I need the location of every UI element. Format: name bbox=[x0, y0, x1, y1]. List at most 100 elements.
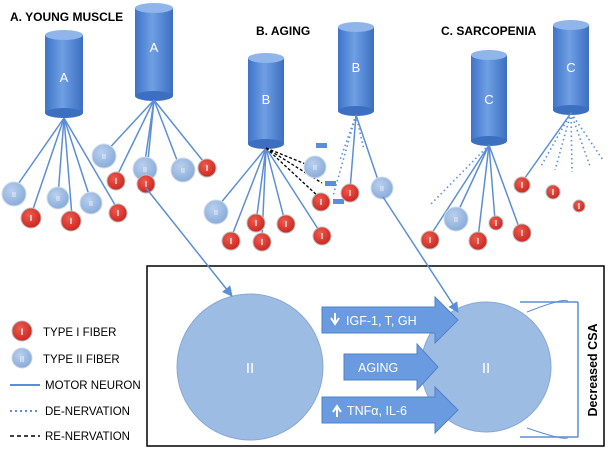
type1-fiber-circle bbox=[488, 215, 504, 231]
denervation-line bbox=[339, 114, 357, 161]
type2-fiber: II bbox=[303, 155, 327, 179]
fiber-type-label: II bbox=[12, 192, 16, 199]
type2-fiber: II bbox=[370, 176, 394, 200]
type1-fiber: I bbox=[106, 171, 126, 191]
legend-type2-swatch bbox=[11, 347, 33, 369]
panel-b-title: B. AGING bbox=[256, 24, 310, 38]
fiber-type-label: I bbox=[145, 180, 147, 189]
legend-denervation-label: DE-NERVATION bbox=[45, 406, 130, 418]
type2-fiber-circle bbox=[79, 191, 103, 215]
type2-fiber-circle bbox=[1, 181, 27, 207]
panel-a-to-inset-arrow bbox=[145, 187, 233, 297]
type2-fiber: II bbox=[91, 143, 117, 169]
type1-fiber: I bbox=[512, 223, 532, 243]
motor-neuron-line bbox=[103, 99, 155, 155]
motor-neuron-line bbox=[477, 144, 490, 239]
type2-fiber: II bbox=[170, 157, 196, 183]
fiber-type-label: II bbox=[102, 154, 106, 161]
panel-c-title: C. SARCOPENIA bbox=[441, 24, 537, 38]
motor-neuron-line bbox=[355, 114, 381, 187]
type1-fiber-circle bbox=[136, 174, 156, 194]
denervation-line bbox=[570, 112, 573, 173]
motor-neuron-line bbox=[454, 144, 490, 219]
type1-fiber: I bbox=[340, 183, 360, 203]
arrow-growth-factors: IGF-1, T, GH bbox=[321, 295, 459, 345]
fiber-type-label: I bbox=[70, 217, 72, 226]
up-arrow-icon bbox=[332, 404, 342, 417]
type2-fiber-circle bbox=[370, 176, 394, 200]
panel-c-neuron-1: C bbox=[471, 50, 507, 146]
type1-fiber: I bbox=[221, 231, 241, 251]
type1-fiber: I bbox=[545, 184, 561, 200]
motor-neuron-line bbox=[153, 99, 208, 167]
fiber-atrophy-inset: II II IGF-1, T, GH AGING TNFα, IL-6 Decr… bbox=[146, 265, 605, 447]
panel-a-neuron-2-label: A bbox=[150, 40, 159, 55]
type1-fiber-circle bbox=[572, 199, 586, 213]
fiber-type-label: I bbox=[30, 214, 32, 223]
fiber-type-label: II bbox=[380, 186, 384, 193]
type1-fiber-circle bbox=[512, 223, 532, 243]
detached-nerve-ending bbox=[325, 181, 336, 186]
motor-neuron-line bbox=[63, 117, 73, 217]
type1-fiber-circle bbox=[420, 230, 440, 250]
type1-fiber: I bbox=[468, 231, 488, 251]
motor-neuron-line bbox=[29, 117, 65, 219]
fiber-type-label: II bbox=[313, 165, 317, 172]
type1-fiber: I bbox=[420, 230, 440, 250]
fiber-type-label: II bbox=[181, 168, 185, 175]
legend-type1-label: TYPE I FIBER bbox=[43, 327, 117, 339]
panel-a-neuron-1: A bbox=[45, 30, 83, 118]
panel-a-neuron-2: A bbox=[135, 3, 173, 101]
motor-neuron-line bbox=[63, 117, 91, 199]
type1-fiber-circle bbox=[246, 213, 266, 233]
type1-fiber-circle bbox=[276, 214, 296, 234]
denervation-line bbox=[539, 112, 572, 169]
fiber-type-label: I bbox=[115, 177, 117, 186]
type1-fiber-circle bbox=[312, 226, 332, 246]
denervation-line bbox=[429, 144, 490, 206]
legend-type1-swatch-label: I bbox=[21, 327, 24, 337]
type1-fiber-circle bbox=[221, 231, 241, 251]
fiber-type-label: II bbox=[214, 210, 218, 217]
denervation-line bbox=[570, 112, 604, 161]
type1-fiber: I bbox=[136, 174, 156, 194]
decreased-csa-label: Decreased CSA bbox=[586, 323, 600, 416]
legend-type2-swatch-label: II bbox=[20, 355, 24, 364]
panel-b-neuron-1-label: B bbox=[262, 92, 271, 107]
fiber-type-label: I bbox=[477, 237, 479, 246]
motor-neuron-line bbox=[153, 99, 181, 169]
type2-fiber: II bbox=[443, 206, 469, 232]
legend-motor-neuron-label: MOTOR NEURON bbox=[45, 380, 141, 392]
motor-neuron-line bbox=[488, 144, 496, 221]
legend-type2-label: TYPE II FIBER bbox=[43, 354, 120, 366]
denervation-line bbox=[332, 114, 357, 197]
fiber-type-label: I bbox=[521, 229, 523, 238]
motor-neuron-line bbox=[488, 144, 521, 231]
motor-neuron-line bbox=[57, 117, 65, 197]
fiber-type-label: I bbox=[320, 198, 322, 207]
down-arrow-icon bbox=[330, 313, 340, 326]
fiber-type-label: I bbox=[206, 164, 208, 173]
inset-large-type2-fiber bbox=[176, 293, 324, 441]
type2-fiber: II bbox=[79, 191, 103, 215]
type2-fiber-circle bbox=[203, 199, 229, 225]
type1-fiber-circle bbox=[340, 183, 360, 203]
panel-b-to-inset-arrow bbox=[382, 196, 459, 313]
fiber-type-label: II bbox=[454, 217, 458, 224]
nerve-connections bbox=[13, 99, 604, 239]
fiber-type-label: I bbox=[521, 181, 523, 190]
type1-fiber: I bbox=[197, 158, 217, 178]
denervation-line bbox=[554, 112, 572, 171]
fiber-type-label: II bbox=[143, 167, 147, 174]
arrow-growth-factors-label: IGF-1, T, GH bbox=[346, 314, 417, 328]
type2-fiber: II bbox=[203, 199, 229, 225]
fiber-type-label: I bbox=[117, 209, 119, 218]
panel-b-neuron-2-label: B bbox=[352, 60, 361, 75]
motor-neuron-line bbox=[429, 144, 490, 237]
type2-fiber-circle bbox=[303, 155, 327, 179]
detached-nerve-ending bbox=[316, 143, 327, 148]
motor-neuron-line bbox=[255, 147, 267, 223]
motor-neuron-line bbox=[349, 114, 357, 191]
fiber-type-label: I bbox=[230, 237, 232, 246]
